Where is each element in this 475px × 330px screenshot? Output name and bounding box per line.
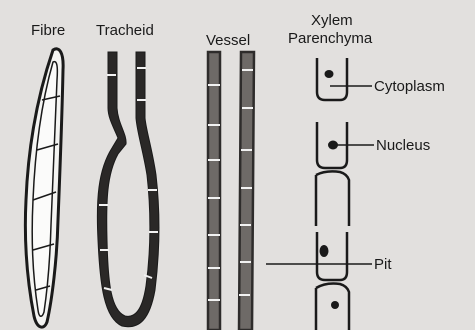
fibre-cell <box>25 49 63 327</box>
vessel-left-wall <box>208 52 220 330</box>
vessel-right-wall <box>239 52 254 330</box>
pit-label: Pit <box>374 256 392 273</box>
leader-lines <box>266 86 374 264</box>
nucleus-dot-4 <box>331 301 339 309</box>
parenchyma-cell-2-lower <box>316 171 349 226</box>
nucleus-label: Nucleus <box>376 137 430 154</box>
xylem-parenchyma-label-line1: Xylem <box>311 12 353 29</box>
xylem-parenchyma-cells <box>316 58 349 330</box>
parenchyma-cell-3 <box>317 232 347 280</box>
vessel-label: Vessel <box>206 32 250 49</box>
tracheid-cell <box>97 52 159 327</box>
fibre-label: Fibre <box>31 22 65 39</box>
nucleus-dot-1 <box>325 70 334 78</box>
xylem-parenchyma-label-line2: Parenchyma <box>288 30 372 47</box>
cytoplasm-label: Cytoplasm <box>374 78 445 95</box>
tracheid-label: Tracheid <box>96 22 154 39</box>
vessel-element <box>208 52 254 330</box>
nucleus-dot-3 <box>320 245 329 257</box>
parenchyma-nuclei <box>320 70 340 309</box>
parenchyma-cell-1 <box>317 58 347 100</box>
